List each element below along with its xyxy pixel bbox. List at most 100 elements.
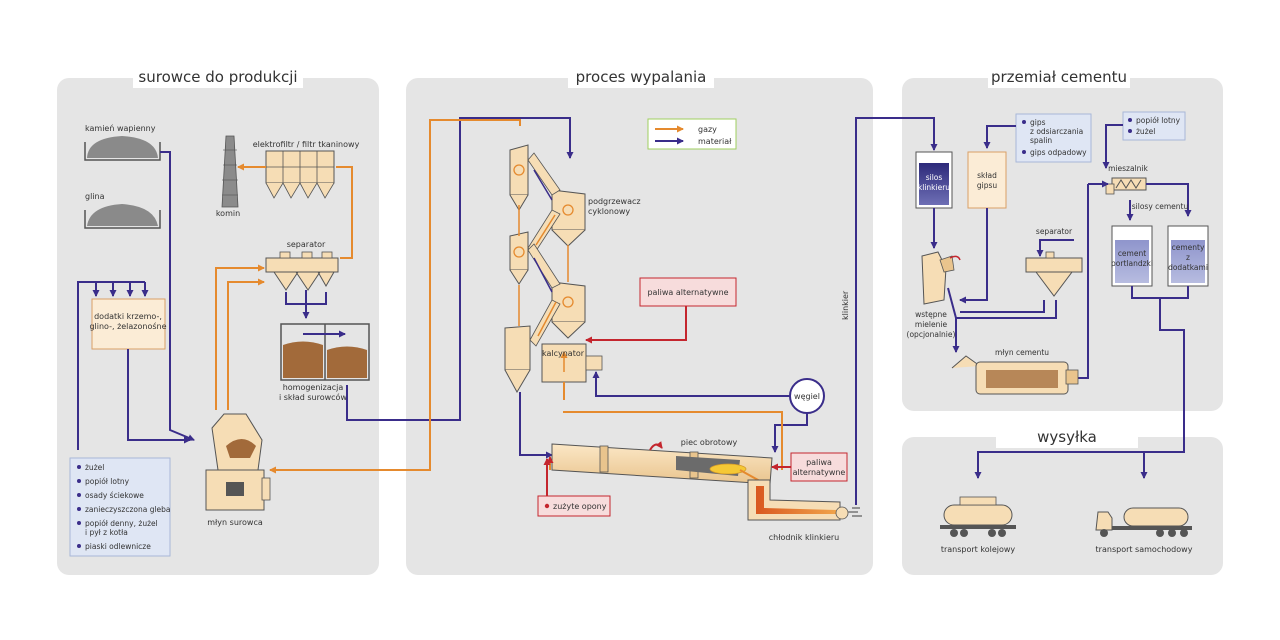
alt-raw-item-2: popiół lotny — [85, 477, 130, 486]
clay-storage — [84, 204, 161, 229]
clay-label: glina — [85, 192, 105, 201]
raw-material-flow — [77, 151, 195, 450]
alt-fuel-label-2a: paliwa — [806, 458, 832, 467]
additives-line-2: glino-, żelazonośne — [89, 321, 166, 331]
preheater-line-1: podgrzewacz — [588, 197, 641, 206]
legend-gas-label: gazy — [698, 125, 717, 134]
gypsum-store — [967, 151, 1007, 209]
pre-grinding-unit — [921, 251, 961, 305]
section-title-raw: surowce do produkcji — [138, 68, 297, 86]
raw-gas-flow — [215, 163, 353, 410]
grinding-material-flow — [930, 208, 1057, 353]
raw-mill — [205, 413, 271, 511]
rotary-kiln — [546, 441, 773, 505]
cement-mill — [951, 355, 1079, 395]
alt-raw-item-1: żużel — [85, 463, 104, 472]
gypsum-store-line-2: gipsu — [977, 181, 998, 190]
cement-silos-label: silosy cementu — [1132, 202, 1189, 211]
cyclone-preheater — [504, 144, 586, 394]
alt-raw-item-5: popiół denny, żużel — [85, 519, 158, 528]
limestone-label: kamień wapienny — [85, 124, 156, 133]
alt-raw-item-3: osady ściekowe — [85, 491, 144, 500]
ash-info-2: żużel — [1136, 127, 1155, 136]
mill-to-mixer — [1076, 184, 1089, 379]
gypsum-info-box — [1015, 113, 1092, 163]
alt-fuel-1-line — [585, 306, 687, 344]
gypsum-info-2: z odsiarczania — [1030, 127, 1083, 136]
gypsum-info-1: gips — [1030, 118, 1046, 127]
additive-cement-line-1: cementy — [1172, 243, 1205, 252]
electrofilter — [265, 150, 335, 199]
gypsum-store-line-1: skład — [977, 171, 997, 180]
mixer-to-silo — [1146, 183, 1192, 217]
ash-info-1: popiół lotny — [1136, 116, 1181, 125]
calciner-label: kalcynator — [542, 349, 585, 358]
legend-box — [647, 118, 737, 150]
tyres-label: zużyte opony — [553, 502, 607, 511]
rail-label: transport kolejowy — [941, 545, 1016, 554]
clinker-silo-line-2: klinkieru — [918, 183, 950, 192]
gypsum-info-4: gips odpadowy — [1030, 148, 1087, 157]
road-tanker — [1095, 507, 1192, 537]
tyres-bullet — [544, 503, 550, 509]
truck-label: transport samochodowy — [1096, 545, 1193, 554]
alt-raw-item-5b: i pył z kotła — [85, 528, 128, 537]
pregrind-line-3: (opcjonalnie) — [907, 330, 956, 339]
portland-silo — [1111, 225, 1153, 287]
preheater-to-kiln — [519, 392, 553, 459]
additive-cement-line-2: z — [1186, 253, 1190, 262]
homog-line-1: homogenizacja — [283, 383, 344, 392]
preheater-line-2: cyklonowy — [588, 207, 630, 216]
calciner — [541, 343, 603, 400]
ash-info-line — [1102, 124, 1123, 169]
homogenization-silos — [280, 323, 370, 381]
panel-raw-materials — [57, 78, 379, 575]
coal-lines — [592, 371, 808, 453]
tyres-box — [537, 495, 611, 517]
separator-to-homog — [285, 290, 327, 319]
cement-separator-label: separator — [1036, 227, 1073, 236]
portland-line-1: cement — [1118, 249, 1146, 258]
ash-info-box — [1122, 111, 1186, 141]
alt-fuel-label-2b: alternatywne — [793, 468, 846, 477]
section-title-burn: proces wypalania — [576, 68, 707, 86]
additives-box — [91, 298, 166, 350]
chimney-label: komin — [216, 209, 240, 218]
alt-fuel-label-1: paliwa alternatywne — [647, 288, 728, 297]
raw-mill-label: młyn surowca — [207, 518, 263, 527]
alt-raw-materials-box — [69, 457, 171, 557]
cooler-label: chłodnik klinkieru — [769, 533, 839, 542]
alt-raw-materials-list: żużel popiół lotny osady ściekowe zaniec… — [77, 463, 171, 551]
rail-tanker — [940, 496, 1016, 537]
additive-cement-line-3: dodatkami — [1168, 263, 1208, 272]
mixer-label: mieszalnik — [1108, 164, 1148, 173]
chimney — [221, 135, 239, 208]
silo-to-shipping — [974, 286, 1189, 479]
kiln-exhaust-gas — [563, 411, 783, 470]
homog-line-2: i skład surowców — [279, 392, 347, 402]
alt-raw-item-6: piaski odlewnicze — [85, 542, 151, 551]
clinker-silo — [915, 151, 953, 209]
raw-separator-label: separator — [287, 240, 326, 249]
title-bg-burn — [568, 64, 714, 88]
title-bg-grind — [988, 64, 1130, 88]
section-title-ship: wysyłka — [1037, 428, 1097, 446]
cement-separator — [1025, 251, 1083, 297]
legend-material-label: materiał — [698, 137, 732, 146]
pregrind-line-1: wstępne — [915, 310, 947, 319]
electrofilter-label: elektrofiltr / filtr tkaninowy — [253, 140, 360, 149]
title-bg-ship — [996, 424, 1138, 448]
clinker-silo-line-1: silos — [926, 173, 943, 182]
additive-cement-silo — [1167, 225, 1209, 287]
clinker-cooler — [747, 479, 862, 521]
clinker-transport-line — [855, 117, 938, 505]
alt-fuel-box-2 — [790, 452, 848, 482]
kiln-label: piec obrotowy — [681, 438, 738, 447]
portland-line-2: portlandzki — [1111, 259, 1153, 268]
alt-fuel-box-1 — [639, 277, 737, 307]
gypsum-info-3: spalin — [1030, 136, 1052, 145]
alt-raw-item-4: zanieczyszczona gleba — [85, 505, 171, 514]
additives-line-1: dodatki krzemo-, — [94, 312, 162, 321]
gypsum-info-line — [983, 125, 1016, 149]
